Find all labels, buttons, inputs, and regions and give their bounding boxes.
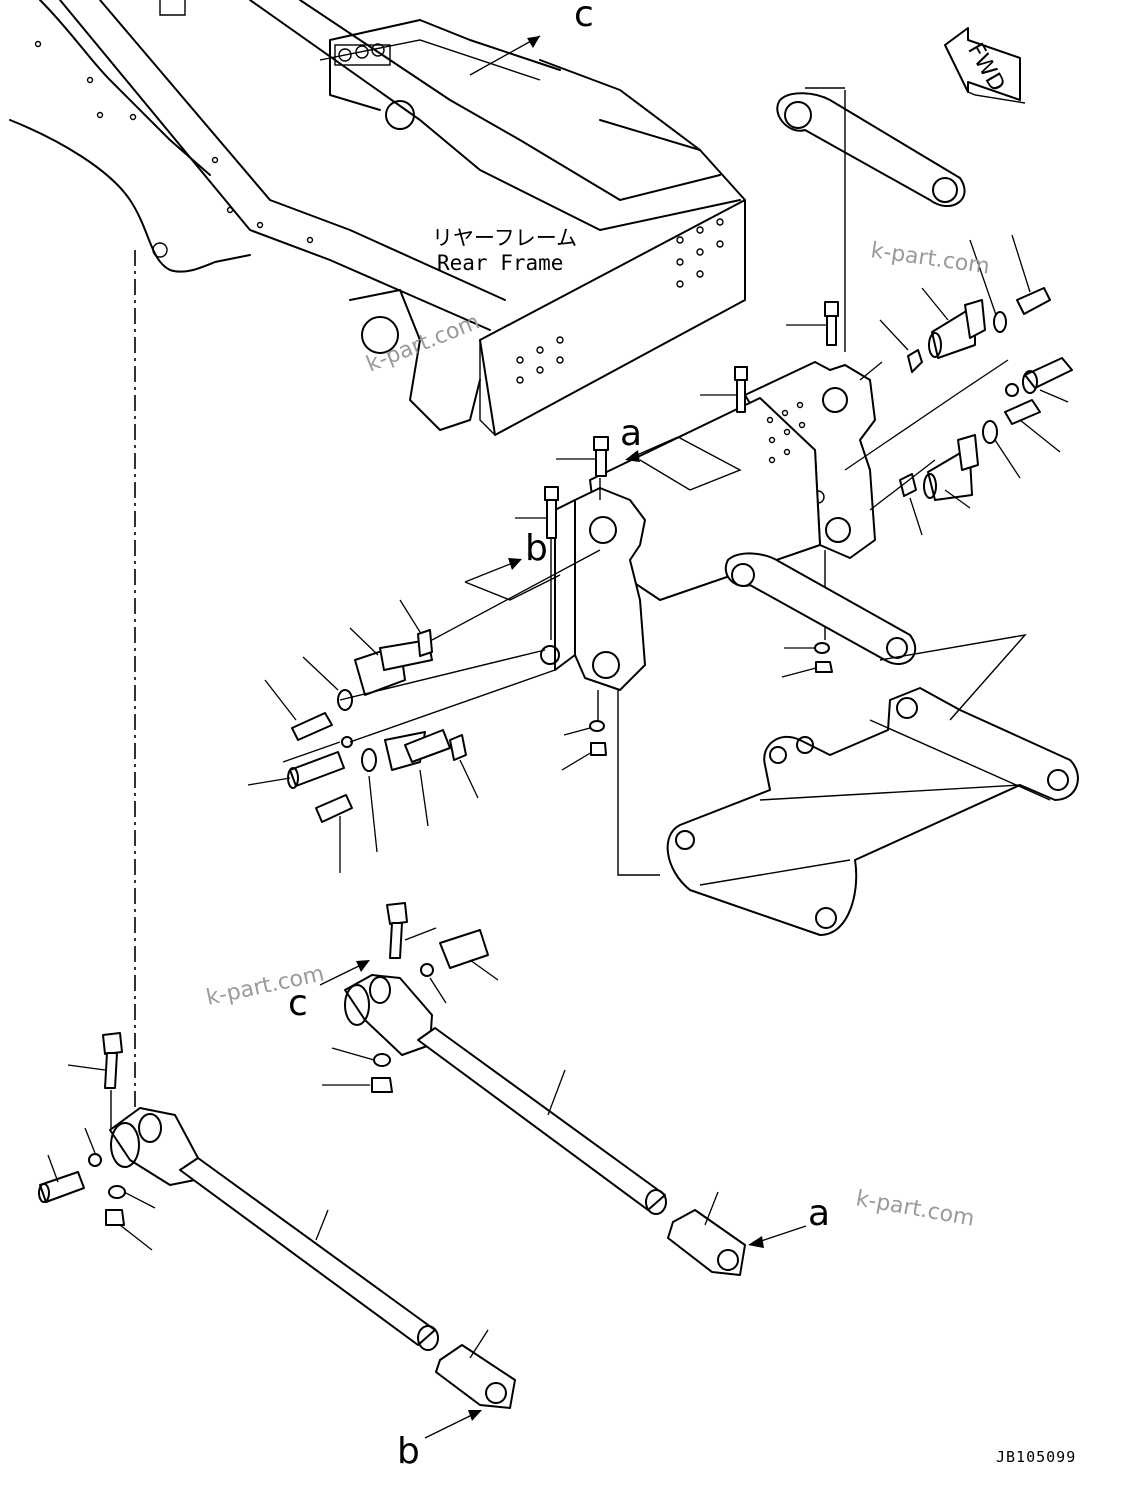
rear-frame-label-jp: リヤーフレーム (432, 226, 577, 250)
center-bracket-assembly (540, 361, 876, 691)
watermark-3: k-part.com (204, 962, 326, 1011)
rear-frame (9, 0, 746, 436)
callout-arrow-b-bottom (424, 1410, 482, 1439)
axle-cross-member (666, 687, 1079, 936)
rod-end-b (435, 1344, 516, 1409)
callout-a-bottom: a (808, 1193, 830, 1234)
rear-frame-label-en: Rear Frame (437, 251, 563, 275)
pin-group-right-upper (899, 287, 1073, 501)
pin-group-left-lower (287, 729, 467, 823)
lower-link-rod (724, 552, 917, 665)
nut-washer-mid (589, 720, 607, 756)
callout-arrow-c-bottom (319, 960, 370, 986)
lateral-rod-upper (344, 974, 667, 1215)
fwd-arrow-icon (944, 27, 1026, 104)
watermark-4: k-part.com (854, 1186, 976, 1231)
fwd-label: FWD (962, 39, 1009, 96)
bolt-rod-lower (38, 1032, 126, 1226)
callout-c-bottom: c (288, 983, 308, 1024)
nut-washer-right (814, 642, 833, 673)
rod-end-a (667, 1209, 746, 1276)
callout-arrow-c-top (469, 35, 541, 76)
watermark-2: k-part.com (363, 310, 483, 378)
bolt-group-top (544, 301, 839, 539)
callout-arrow-a-mid (625, 436, 679, 462)
callout-b-bottom: b (397, 1431, 420, 1472)
callout-arrow-b-mid (464, 558, 522, 583)
lateral-rod-lower (109, 1107, 439, 1351)
pin-group-left-upper (291, 629, 433, 741)
callout-c-top: c (574, 0, 594, 35)
watermark-1: k-part.com (869, 238, 991, 279)
callout-a-mid: a (620, 413, 642, 454)
drawing-code: JB105099 (996, 1448, 1076, 1466)
bolt-rod-upper (371, 902, 489, 1093)
watermark-group: k-part.com k-part.com k-part.com k-part.… (204, 238, 991, 1232)
callout-b-mid: b (525, 528, 548, 569)
upper-link-rod (776, 92, 966, 207)
callout-arrow-a-bottom (748, 1225, 807, 1248)
